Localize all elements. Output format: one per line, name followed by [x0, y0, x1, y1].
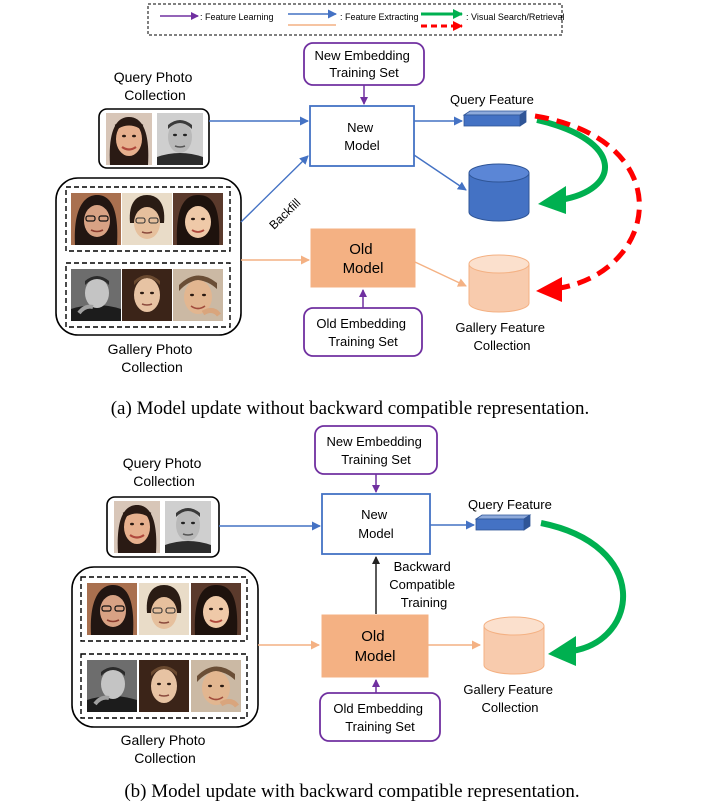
- old-training-set-box-b: [319, 692, 441, 742]
- query-face-man-b: [164, 501, 212, 553]
- gallery-face-asian-3: [173, 192, 223, 246]
- gallery-feature-label-b: Gallery Feature Collection: [463, 682, 556, 715]
- gallery-face-asian-1-b: [87, 582, 137, 636]
- gallery-face-asian-1: [71, 192, 121, 246]
- old-training-set-label-a: Old Embedding Training Set: [316, 316, 409, 349]
- new-training-set-label-b: New Embedding Training Set: [326, 434, 425, 467]
- gallery-collection-label-a: Gallery Photo Collection: [108, 341, 197, 375]
- search-arrow-green-a: [536, 117, 608, 203]
- gallery-feature-database-b: [483, 616, 545, 675]
- gallery-man-group-b: [80, 653, 248, 719]
- caption-b: (b) Model update with backward compatibl…: [124, 781, 579, 802]
- panel-a: Query Photo Collection Gallery Photo Col…: [55, 42, 642, 419]
- legend: : Feature Learning : Feature Extracting …: [147, 3, 564, 36]
- old-model-label-a: Old Model: [343, 241, 384, 277]
- new-model-label-b: New Model: [358, 507, 394, 541]
- gallery-face-man-3-b: [191, 660, 241, 712]
- query-face-woman: [106, 113, 152, 165]
- query-feature-label-a: Query Feature: [450, 92, 534, 107]
- gallery-face-asian-3-b: [191, 582, 241, 636]
- legend-feature-learning: : Feature Learning: [200, 12, 274, 22]
- old-training-set-label-b: Old Embedding Training Set: [333, 701, 426, 734]
- search-arrow-green-head-b: [548, 636, 576, 666]
- gallery-collection-label-b: Gallery Photo Collection: [121, 732, 210, 766]
- gallery-asian-group-b: [80, 576, 248, 642]
- search-arrow-red-a: [534, 113, 642, 291]
- query-feature-bar-b: [474, 514, 532, 531]
- gallery-face-man-1-b: [87, 660, 137, 712]
- query-feature-label-b: Query Feature: [468, 497, 552, 512]
- query-feature-bar-a: [462, 110, 528, 127]
- gallery-face-asian-2: [122, 192, 172, 246]
- bct-label-b: Backward Compatible Training: [389, 559, 458, 610]
- query-collection-label-a: Query Photo Collection: [114, 69, 197, 103]
- gallery-feature-database-a: [468, 254, 530, 313]
- search-arrow-red-head-a: [536, 277, 562, 302]
- old-model-box-a: [310, 228, 416, 288]
- old-model-label-b: Old Model: [355, 628, 396, 665]
- new-model-box-b: [321, 493, 431, 555]
- old-model-box-b: [321, 614, 429, 678]
- panel-b: New Embedding Training Set Query Photo C…: [71, 425, 627, 802]
- backfill-arrow-a: [240, 155, 309, 223]
- search-arrow-green-b: [540, 520, 627, 654]
- new-feature-database-a: [468, 163, 530, 222]
- extract-arrow-new-db-a: [413, 154, 467, 191]
- new-training-set-label-a: New Embedding Training Set: [314, 48, 413, 80]
- gallery-face-asian-2-b: [139, 582, 189, 636]
- query-face-woman-b: [114, 501, 160, 553]
- new-model-label-a: New Model: [344, 120, 380, 153]
- new-model-box-a: [309, 105, 415, 167]
- backfill-label-a: Backfill: [266, 196, 303, 232]
- query-face-man: [156, 113, 204, 165]
- caption-a: (a) Model update without backward compat…: [111, 398, 590, 419]
- search-arrow-green-head-a: [538, 186, 566, 214]
- gallery-man-group-a: [65, 262, 231, 328]
- gallery-face-man-2-b: [139, 659, 189, 713]
- query-collection-label-b: Query Photo Collection: [123, 455, 206, 489]
- extract-arrow-old-db-a: [414, 261, 467, 287]
- legend-visual-search: : Visual Search/Retrieval: [466, 12, 564, 22]
- gallery-face-man-1: [71, 269, 121, 321]
- gallery-asian-group-a: [65, 186, 231, 252]
- gallery-face-man-2: [122, 268, 172, 322]
- legend-feature-extracting: : Feature Extracting: [340, 12, 419, 22]
- gallery-feature-label-a: Gallery Feature Collection: [455, 320, 548, 353]
- gallery-face-man-3: [173, 269, 223, 321]
